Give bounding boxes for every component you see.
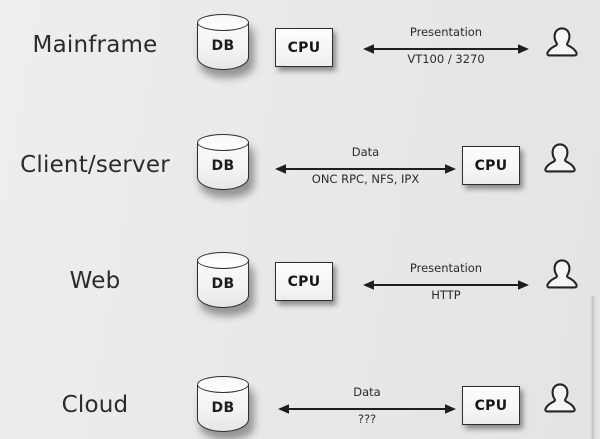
db-label: DB <box>211 400 235 416</box>
cpu-box <box>275 28 333 67</box>
link-protocol-name: VT100 / 3270 <box>407 52 485 66</box>
db-top-ellipse <box>197 14 249 31</box>
db-body <box>196 141 249 190</box>
link-mainframe: Presentation VT100 / 3270 <box>363 25 529 71</box>
double-headed-arrow-icon <box>363 44 529 54</box>
row-label-web: Web <box>69 268 121 294</box>
row-label-cloud: Cloud <box>61 392 129 418</box>
cpu-label: CPU <box>474 157 508 174</box>
link-cloud: Data ??? <box>278 385 456 431</box>
user-silhouette-icon <box>545 26 579 66</box>
cpu-box <box>462 146 520 185</box>
cpu-label: CPU <box>287 273 321 290</box>
link-protocol-layer: Presentation <box>409 261 483 275</box>
db-top-ellipse <box>197 252 249 269</box>
db-top-ellipse <box>197 134 249 151</box>
cpu-box-icon: CPU <box>462 386 520 425</box>
user-silhouette-icon <box>543 382 577 422</box>
user-silhouette-icon <box>545 258 579 298</box>
double-headed-arrow-icon <box>275 164 456 174</box>
cpu-box <box>462 386 520 425</box>
database-cylinder-icon: DB <box>196 252 254 316</box>
link-protocol-name: ONC RPC, NFS, IPX <box>311 172 420 186</box>
db-label: DB <box>211 38 235 54</box>
database-cylinder-icon: DB <box>196 134 254 198</box>
row-label-mainframe: Mainframe <box>32 32 158 58</box>
database-cylinder-icon: DB <box>196 14 254 78</box>
link-protocol-name: HTTP <box>431 288 461 302</box>
link-web: Presentation HTTP <box>363 261 529 307</box>
cpu-label: CPU <box>287 39 321 56</box>
db-label: DB <box>211 158 235 174</box>
cpu-box-icon: CPU <box>275 28 333 67</box>
cpu-box-icon: CPU <box>462 146 520 185</box>
link-protocol-layer: Data <box>351 145 380 159</box>
row-label-client-server: Client/server <box>20 152 170 178</box>
database-cylinder-icon: DB <box>196 376 254 439</box>
link-protocol-layer: Data <box>353 385 381 399</box>
db-top-ellipse <box>197 376 249 393</box>
cpu-box-icon: CPU <box>275 262 333 301</box>
diagram-row-mainframe: Mainframe DB CPU Presentation VT100 / 32… <box>0 0 600 110</box>
link-client-server: Data ONC RPC, NFS, IPX <box>275 145 456 191</box>
right-edge-artifact <box>590 296 600 439</box>
diagram-row-cloud: Cloud DB Data ??? CPU <box>0 350 600 439</box>
link-protocol-name: ??? <box>357 412 377 426</box>
double-headed-arrow-icon <box>363 280 529 290</box>
link-protocol-layer: Presentation <box>409 25 483 39</box>
double-headed-arrow-icon <box>278 404 456 414</box>
cpu-label: CPU <box>474 397 508 414</box>
cpu-box <box>275 262 333 301</box>
user-silhouette-icon <box>543 142 577 182</box>
db-label: DB <box>211 276 235 292</box>
diagram-row-client-server: Client/server DB Data ONC RPC, NFS, IPX … <box>0 112 600 222</box>
diagram-row-web: Web DB CPU Presentation HTTP <box>0 228 600 338</box>
